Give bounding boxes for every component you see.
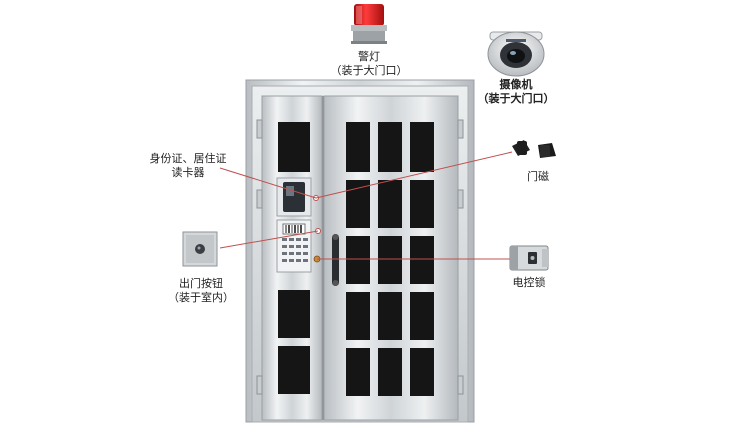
alarm-light-device (351, 4, 387, 44)
card-reader-label: 身份证、居住证 读卡器 (140, 152, 236, 180)
camera-device (487, 31, 545, 77)
card-reader-label-line2: 读卡器 (171, 166, 205, 179)
door (245, 79, 475, 423)
electric-lock-label-line1: 电控锁 (512, 276, 546, 289)
electric-lock-device (509, 245, 549, 271)
glass-panel (278, 346, 310, 394)
leader-lines (219, 151, 513, 260)
door-handle (332, 234, 339, 286)
card-reader-device (276, 177, 312, 217)
electric-lock-label: 电控锁 (504, 276, 554, 290)
exit-button-label: 出门按钮 （装于室内） (162, 277, 240, 305)
camera-label-line2: （装于大门口） (477, 92, 555, 105)
card-reader-label-line1: 身份证、居住证 (149, 152, 227, 165)
door-magnet-label-line1: 门磁 (527, 170, 549, 183)
alarm-light-label-line1: 警灯 (358, 50, 380, 63)
alarm-light-label: 警灯 （装于大门口） (324, 50, 414, 78)
glass-panel (278, 122, 310, 172)
exit-button-device (182, 231, 218, 267)
alarm-light-label-line2: （装于大门口） (330, 64, 408, 77)
camera-label-line1: 摄像机 (499, 78, 533, 91)
glass-grid (346, 122, 434, 396)
camera-label: 摄像机 （装于大门口） (474, 78, 558, 106)
exit-button-label-line1: 出门按钮 (179, 277, 223, 290)
door-magnet-device (512, 140, 556, 158)
door-magnet-label: 门磁 (518, 170, 558, 184)
exit-button-label-line2: （装于室内） (168, 291, 234, 304)
glass-panel (278, 290, 310, 338)
keypad-device (276, 219, 312, 273)
